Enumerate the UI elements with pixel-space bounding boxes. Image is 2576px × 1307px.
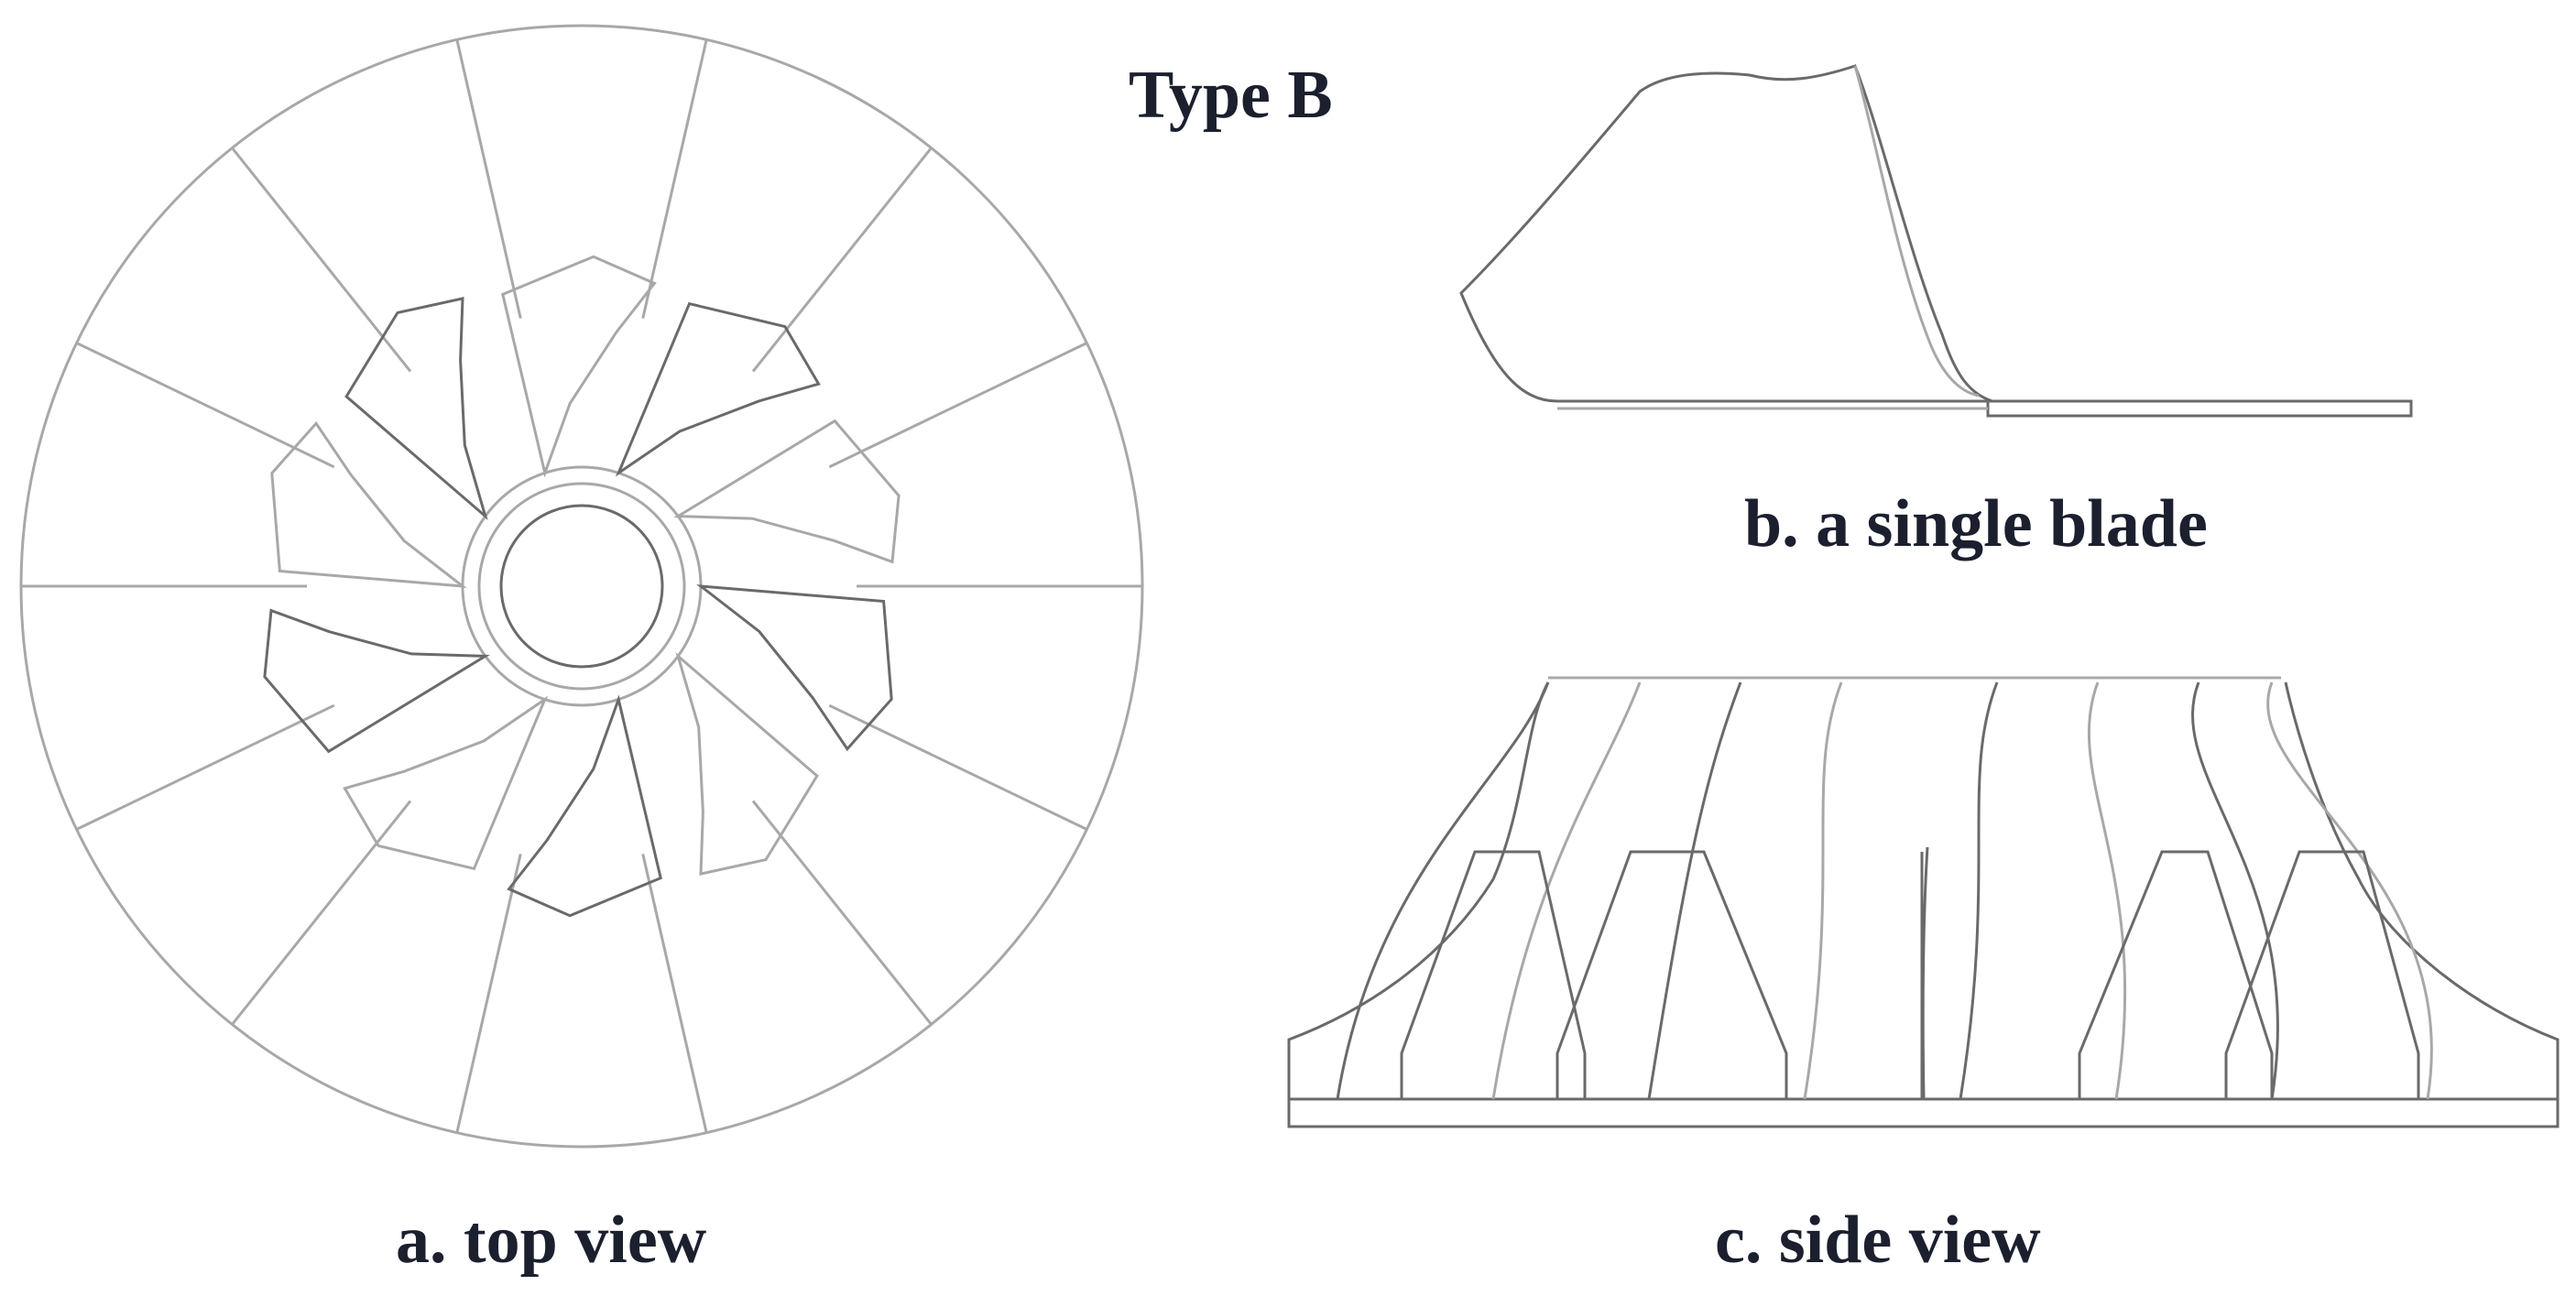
radial-edge-line	[75, 703, 335, 831]
blade-outline	[507, 694, 662, 918]
radial-edge-line	[751, 147, 933, 373]
radial-edge-line	[455, 854, 522, 1133]
radial-blade-edges	[21, 39, 1142, 1133]
caption-side-view: c. side view	[1715, 1203, 2041, 1278]
figure-title: Type B	[1129, 58, 1333, 133]
radial-edge-line	[751, 800, 933, 1026]
blade-profile-outline	[1459, 64, 1993, 403]
radial-edge-line	[231, 800, 412, 1026]
impeller-base-disk	[1287, 1097, 2560, 1128]
side-blade-curve	[1336, 681, 1550, 1100]
blade-base-plate	[1986, 399, 2413, 418]
blade-outline	[344, 297, 488, 521]
side-blade-curve	[1803, 681, 1843, 1100]
blade-outline	[615, 301, 821, 477]
radial-edge-line	[455, 39, 522, 319]
side-blade-roots	[1400, 850, 2420, 1099]
impeller-left-profile	[1287, 681, 1550, 1099]
radial-edge-line	[641, 39, 708, 319]
blade-outline	[501, 255, 657, 478]
side-blade-curve	[2266, 681, 2433, 1100]
top-view-drawing	[19, 24, 1144, 1149]
blade-root-trapezoid	[2078, 850, 2274, 1099]
impeller-right-profile	[2284, 681, 2560, 1099]
radial-edge-line	[641, 854, 708, 1133]
side-blade-curve	[1959, 681, 1999, 1100]
radial-edge-line	[828, 703, 1088, 831]
side-blade-curve	[2191, 681, 2279, 1100]
hub-inner-ring	[477, 482, 686, 691]
hub-bore	[499, 504, 664, 669]
radial-edge-line	[828, 342, 1088, 469]
blade-root-trapezoid	[2224, 850, 2420, 1099]
single-blade-drawing	[1459, 64, 2413, 418]
blade-outline	[270, 420, 467, 588]
caption-single-blade: b. a single blade	[1744, 486, 2208, 561]
blade-twist-edge	[1853, 65, 1980, 398]
blade-outline	[343, 695, 549, 871]
radial-edge-line	[231, 147, 412, 373]
blade-outline	[696, 584, 893, 752]
blade-outline	[263, 608, 490, 754]
side-view-drawing	[1287, 676, 2560, 1128]
side-blade-curves	[1336, 681, 2433, 1100]
center-blade-edge	[1921, 846, 1929, 1100]
blade-root-trapezoid	[1555, 850, 1788, 1099]
blade-outline	[675, 651, 819, 876]
blade-outline	[673, 419, 901, 564]
caption-top-view: a. top view	[396, 1203, 707, 1278]
radial-edge-line	[75, 342, 335, 469]
side-blade-curve	[1491, 681, 1642, 1100]
hub-outer-ring	[461, 465, 703, 707]
side-blade-curve	[2087, 681, 2127, 1100]
blade-root-trapezoid	[1400, 850, 1587, 1099]
side-blade-curve	[1647, 681, 1742, 1100]
swept-blade-outlines	[263, 255, 901, 918]
